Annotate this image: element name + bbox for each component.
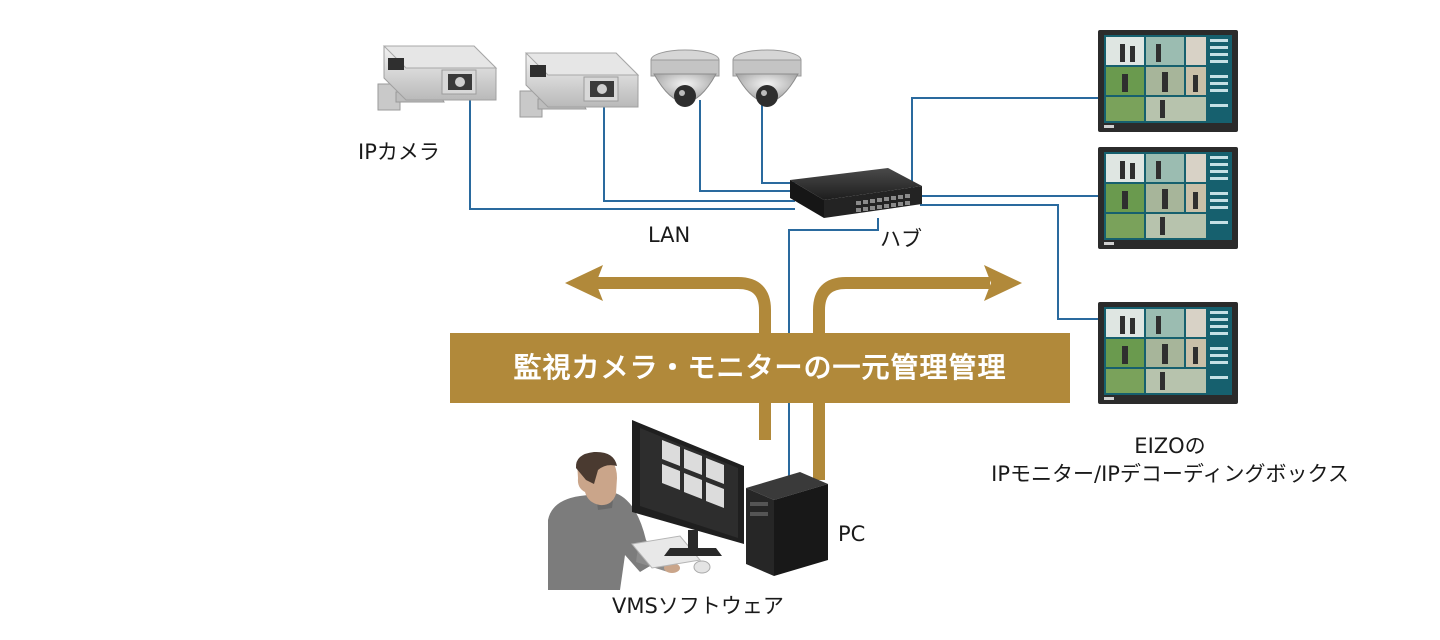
bullet-camera-icon <box>519 52 640 118</box>
gold-arrow-left <box>596 277 771 440</box>
pc-monitor-icon <box>632 420 744 556</box>
network-hub-icon <box>790 168 922 218</box>
arrowhead-right-icon <box>984 265 1022 301</box>
lan-line-dome-2 <box>761 100 795 184</box>
lan-line-camera-2 <box>603 103 795 202</box>
eizo-label-line2: IPモニター/IPデコーディングボックス <box>991 462 1349 486</box>
unified-management-banner: 監視カメラ・モニターの一元管理管理 <box>450 333 1070 403</box>
gold-arrows <box>596 277 990 480</box>
pc-label: PC <box>838 522 866 546</box>
eizo-label-line1: EIZOの <box>1134 434 1206 458</box>
mouse-icon <box>693 560 711 574</box>
pc-tower-icon <box>746 472 828 576</box>
lan-line-dome-1 <box>699 100 795 192</box>
lan-line-monitor-1 <box>911 97 1098 190</box>
ip-monitor-icon <box>1098 147 1238 249</box>
hub-label: ハブ <box>880 227 922 251</box>
lan-label: LAN <box>648 223 691 247</box>
banner-title: 監視カメラ・モニターの一元管理管理 <box>513 351 1007 384</box>
bullet-camera-icon <box>377 45 498 111</box>
ip-monitor-icon <box>1098 30 1238 132</box>
ip-camera-label: IPカメラ <box>358 140 440 164</box>
keyboard-icon <box>631 535 701 569</box>
arrowhead-left-icon <box>565 265 603 301</box>
lan-line-monitor-3 <box>920 204 1098 320</box>
vms-software-label: VMSソフトウェア <box>612 594 784 618</box>
gold-arrow-right <box>813 277 990 480</box>
dome-camera-icon <box>732 49 802 107</box>
lan-line-camera-1 <box>469 96 795 210</box>
ip-monitor-icon <box>1098 302 1238 404</box>
dome-camera-icon <box>650 49 720 107</box>
